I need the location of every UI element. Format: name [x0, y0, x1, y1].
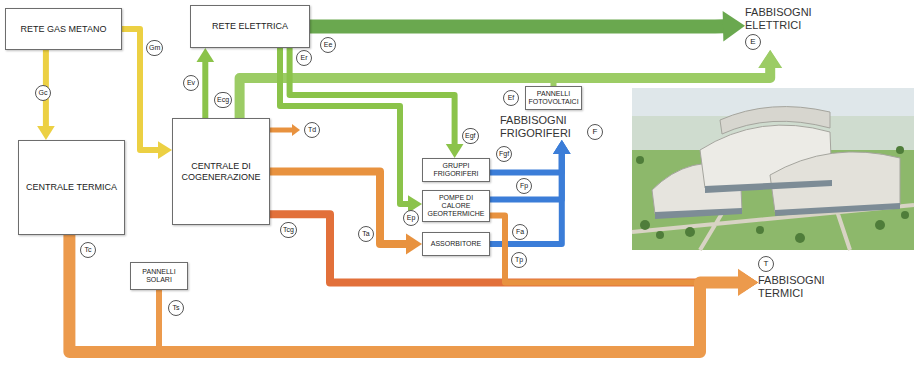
flow-arrow: [197, 48, 215, 118]
flow-code: Ts: [168, 300, 184, 316]
box-text: FABBISOGNI ELETTRICI: [745, 6, 829, 32]
plant-box: RETE ELETTRICA: [190, 5, 310, 48]
dissipated-heat-arrow: [270, 124, 300, 136]
flow-code: Ev: [183, 75, 199, 91]
flow-code: Fa: [512, 224, 528, 240]
flow-code: Fgf: [496, 146, 512, 162]
flow-code: Gm: [146, 40, 163, 56]
flow-code: Ta: [358, 226, 374, 242]
box-text: RETE ELETTRICA: [212, 21, 288, 32]
box-text: PANNELLI FOTOVOLTAICI: [528, 90, 578, 106]
flow-band: [69, 235, 739, 352]
flow-arrow: [490, 140, 571, 172]
trees: [636, 146, 909, 243]
flow-arrow: [554, 50, 780, 86]
flow-code: Ee: [320, 37, 336, 53]
flow-band: [280, 48, 409, 204]
building-roof: [770, 152, 900, 212]
arrow-head: [158, 141, 172, 159]
flow-band: [310, 19, 724, 33]
flow-code: Tp: [511, 252, 527, 268]
box-text: GRUPPI FRIGORIFERI: [427, 162, 485, 178]
arrow-head: [744, 274, 758, 292]
box-text: POMPE DI CALORE GEORTERMICHE: [427, 194, 485, 218]
demand-label: FABBISOGNI TERMICI T: [758, 256, 842, 300]
arrow-head: [197, 48, 215, 62]
arrow-head: [742, 272, 758, 293]
flow-code: Ecg: [214, 92, 232, 108]
flow-arrow: [69, 235, 758, 352]
plant-box: CENTRALE DI COGENERAZIONE: [172, 118, 270, 225]
box-text: FABBISOGNI TERMICI: [758, 274, 842, 300]
flow-code: Tcg: [280, 222, 297, 238]
plant-box: CENTRALE TERMICA: [18, 140, 125, 235]
arrow-head: [406, 234, 422, 255]
demand-label: FABBISOGNI ELETTRICI E: [745, 6, 829, 50]
arrow-head: [723, 11, 745, 41]
flow-code: Ef: [503, 90, 519, 106]
flow-arrow: [159, 274, 758, 352]
arrow-head: [553, 140, 571, 154]
box-text: CENTRALE TERMICA: [26, 182, 117, 193]
arrow-head: [446, 144, 464, 158]
flow-arrow: [490, 140, 571, 200]
arrow-head: [761, 50, 779, 64]
plant-box: POMPE DI CALORE GEORTERMICHE: [422, 190, 490, 222]
arrow-head: [553, 140, 571, 154]
box-text: RETE GAS METANO: [21, 24, 107, 35]
photo-ground: [632, 88, 914, 250]
building-windows: [655, 180, 900, 219]
flow-band: [490, 216, 745, 283]
plant-box: PANNELLI SOLARI: [130, 262, 188, 290]
flow-code: Ep: [403, 210, 419, 226]
flow-code: Fp: [516, 178, 532, 194]
callout-letter: F: [587, 124, 603, 140]
plant-box: GRUPPI FRIGORIFERI: [422, 158, 490, 182]
flow-band: [490, 153, 562, 244]
plant-box: RETE GAS METANO: [5, 8, 122, 50]
flow-code: Tc: [80, 242, 96, 258]
flow-arrow: [310, 11, 745, 41]
arrow-head: [37, 126, 55, 140]
flow-code: Er: [296, 50, 312, 66]
flow-band: [159, 282, 745, 352]
plant-box: PANNELLI FOTOVOLTAICI: [525, 86, 582, 110]
box-text: CENTRALE DI COGENERAZIONE: [177, 161, 265, 183]
flow-code: Td: [304, 122, 320, 138]
flow-band: [554, 63, 771, 86]
plant-box: ASSORBITORE: [422, 232, 490, 256]
flow-arrow: [122, 29, 172, 159]
flow-code: Gc: [35, 85, 51, 101]
box-text: FABBISOGNI FRIGORIFERI: [500, 114, 584, 140]
flow-band: [202, 61, 208, 118]
flow-arrow: [280, 48, 422, 213]
arrow-head: [744, 274, 758, 292]
arrow-head: [553, 140, 571, 154]
flow-band: [270, 172, 407, 245]
box-text: PANNELLI SOLARI: [135, 268, 183, 284]
box-text: ASSORBITORE: [431, 240, 481, 248]
callout-letter: E: [745, 34, 761, 50]
building-roof: [720, 107, 830, 134]
callout-letter: T: [758, 256, 774, 272]
flow-code: Egf: [462, 128, 479, 144]
demand-label: FABBISOGNI FRIGORIFERIF: [500, 114, 603, 140]
flow-arrow: [270, 214, 758, 292]
flow-band: [290, 48, 455, 145]
